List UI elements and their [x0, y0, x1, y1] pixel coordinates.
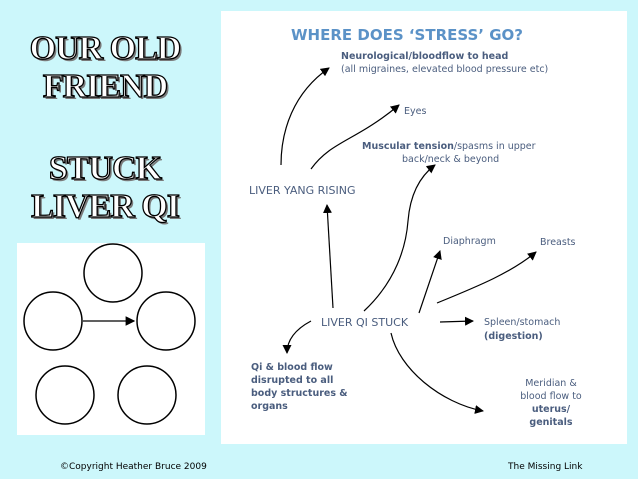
circle-top [83, 243, 143, 303]
circle-left [23, 291, 83, 351]
breasts-label: Breasts [540, 237, 576, 248]
digestion-label: (digestion) [484, 331, 543, 342]
meridian-line-3: uterus/ [532, 404, 571, 415]
footer-brand: The Missing Link [508, 462, 583, 472]
eyes-label: Eyes [404, 106, 426, 117]
arrow-to-neuro [280, 67, 330, 166]
five-circles-illustration [17, 243, 205, 435]
qi-line-4: organs [251, 401, 288, 412]
neuro-bold-text: Neurological/bloodflow to head [341, 51, 508, 62]
neuro-label: Neurological/bloodflow to head [341, 51, 508, 62]
title-line-4: LIVER QI [30, 187, 180, 225]
qi-line-1: Qi & blood flow [251, 362, 333, 373]
circle-bottom-right [117, 365, 177, 425]
spleen-label: Spleen/stomach [484, 317, 560, 328]
title-block-our-old-friend: OUR OLD FRIEND [8, 29, 202, 106]
muscle-label: Muscular tension/spasms in upper [362, 141, 536, 152]
circle-right [136, 291, 196, 351]
diagram-heading: WHERE DOES ‘STRESS’ GO? [291, 26, 523, 44]
muscle-line2-label: back/neck & beyond [402, 154, 499, 165]
diaphragm-label: Diaphragm [443, 236, 496, 247]
muscle-rest-text: /spasms in upper [454, 141, 536, 152]
arrow-to-muscle [363, 164, 436, 312]
meridian-line-1: Meridian & [525, 378, 577, 389]
arrow-to-eyes [310, 104, 400, 170]
title-line-1: OUR OLD [29, 29, 182, 67]
five-circles-svg [23, 243, 196, 425]
arrow-to-yang [322, 204, 334, 309]
qi-line-2: disrupted to all [251, 375, 333, 386]
footer-copyright: ©Copyright Heather Bruce 2009 [60, 462, 207, 472]
title-line-2: FRIEND [42, 67, 169, 105]
meridian-line-2: blood flow to [520, 391, 582, 402]
meridian-line-4: genitals [529, 417, 572, 428]
arrow-to-spleen [439, 316, 474, 326]
liver-yang-rising-label: LIVER YANG RISING [249, 184, 356, 197]
circle-bottom-left [35, 365, 95, 425]
arrow-to-meridian [390, 332, 484, 414]
title-block-stuck-liver-qi: STUCK LIVER QI [8, 149, 202, 226]
neuro-detail-label: (all migraines, elevated blood pressure … [341, 64, 548, 75]
arrow-to-diaphragm [418, 250, 442, 314]
arrow-to-breasts [436, 251, 537, 304]
stress-diagram-panel: WHERE DOES ‘STRESS’ GO? Neurological/blo… [221, 11, 627, 444]
title-line-3: STUCK [48, 149, 162, 187]
muscle-bold-text: Muscular tension [362, 141, 454, 152]
arrow-to-qi-blood [282, 320, 312, 354]
stress-diagram-svg: WHERE DOES ‘STRESS’ GO? Neurological/blo… [249, 26, 582, 428]
qi-line-3: body structures & [251, 388, 348, 399]
liver-qi-stuck-label: LIVER QI STUCK [321, 316, 409, 329]
